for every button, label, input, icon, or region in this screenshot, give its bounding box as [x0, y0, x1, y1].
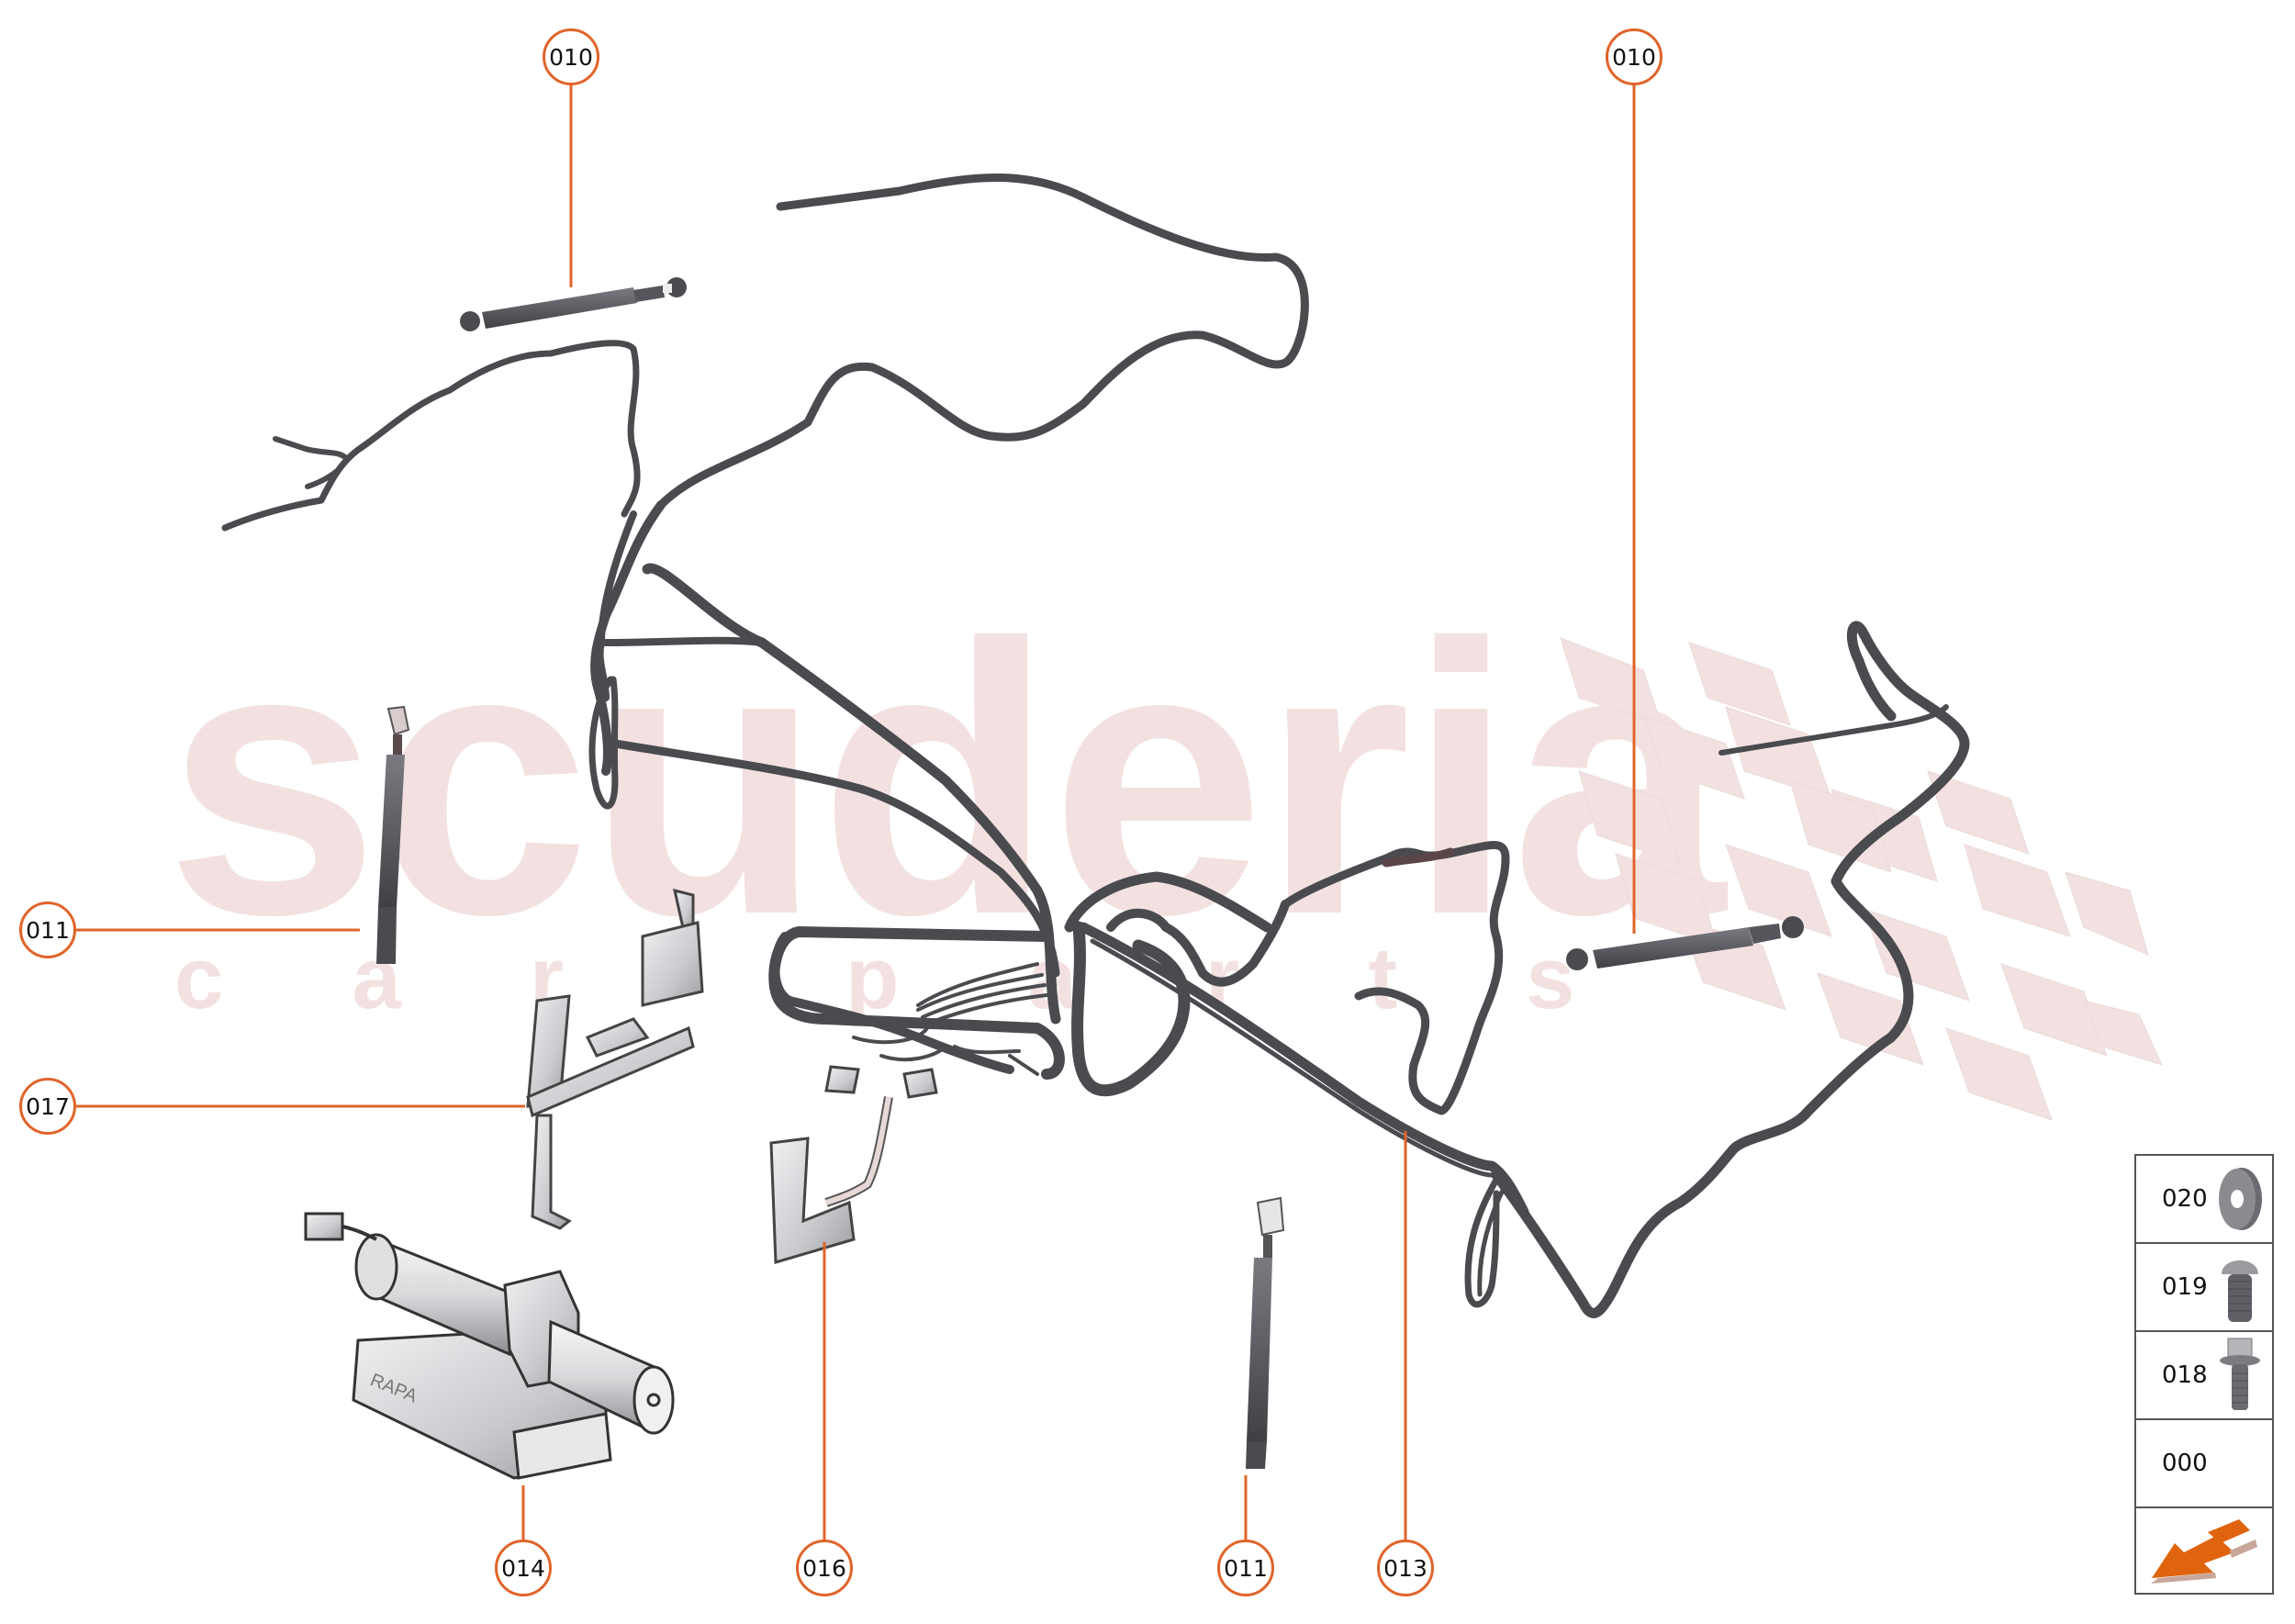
- callout-011-left[interactable]: 011: [19, 902, 76, 958]
- part-number: 020: [2162, 1185, 2208, 1213]
- orange-arrow-icon: [2151, 1519, 2257, 1584]
- gas-strut-bottom-vertical: [1246, 1196, 1285, 1469]
- gas-strut-upper-left: [460, 277, 687, 331]
- small-parts-legend: 020 019 018: [2134, 1154, 2274, 1595]
- callout-010-right[interactable]: 010: [1606, 28, 1662, 85]
- callout-011-bottom[interactable]: 011: [1217, 1540, 1274, 1596]
- parts-row-018[interactable]: 018: [2136, 1332, 2272, 1420]
- callout-010-upper-left[interactable]: 010: [543, 28, 599, 85]
- watermark-car-parts: car parts: [174, 929, 1704, 1027]
- bracket-017: [526, 888, 704, 1230]
- pipe-harness: [221, 174, 1970, 1318]
- callout-016[interactable]: 016: [796, 1540, 853, 1596]
- button-head-screw-icon: [2222, 1260, 2258, 1322]
- washer-icon: [2219, 1168, 2262, 1230]
- parts-row-020[interactable]: 020: [2136, 1156, 2272, 1244]
- parts-row-019[interactable]: 019: [2136, 1244, 2272, 1332]
- hydraulic-pump: [304, 1212, 675, 1480]
- part-number: 000: [2162, 1450, 2208, 1477]
- part-number: 018: [2162, 1361, 2208, 1389]
- parts-row-000[interactable]: 000: [2136, 1420, 2272, 1508]
- callout-014[interactable]: 014: [495, 1540, 552, 1596]
- part-number: 019: [2162, 1273, 2208, 1301]
- callout-013[interactable]: 013: [1377, 1540, 1434, 1596]
- callout-017[interactable]: 017: [19, 1078, 76, 1135]
- gas-strut-left-vertical: [376, 705, 410, 964]
- parts-row-arrow[interactable]: [2136, 1508, 2272, 1596]
- leader-lines: [76, 85, 1636, 1540]
- flange-bolt-icon: [2220, 1338, 2260, 1410]
- gas-strut-right: [1566, 916, 1804, 970]
- bracket-016: [769, 1065, 938, 1264]
